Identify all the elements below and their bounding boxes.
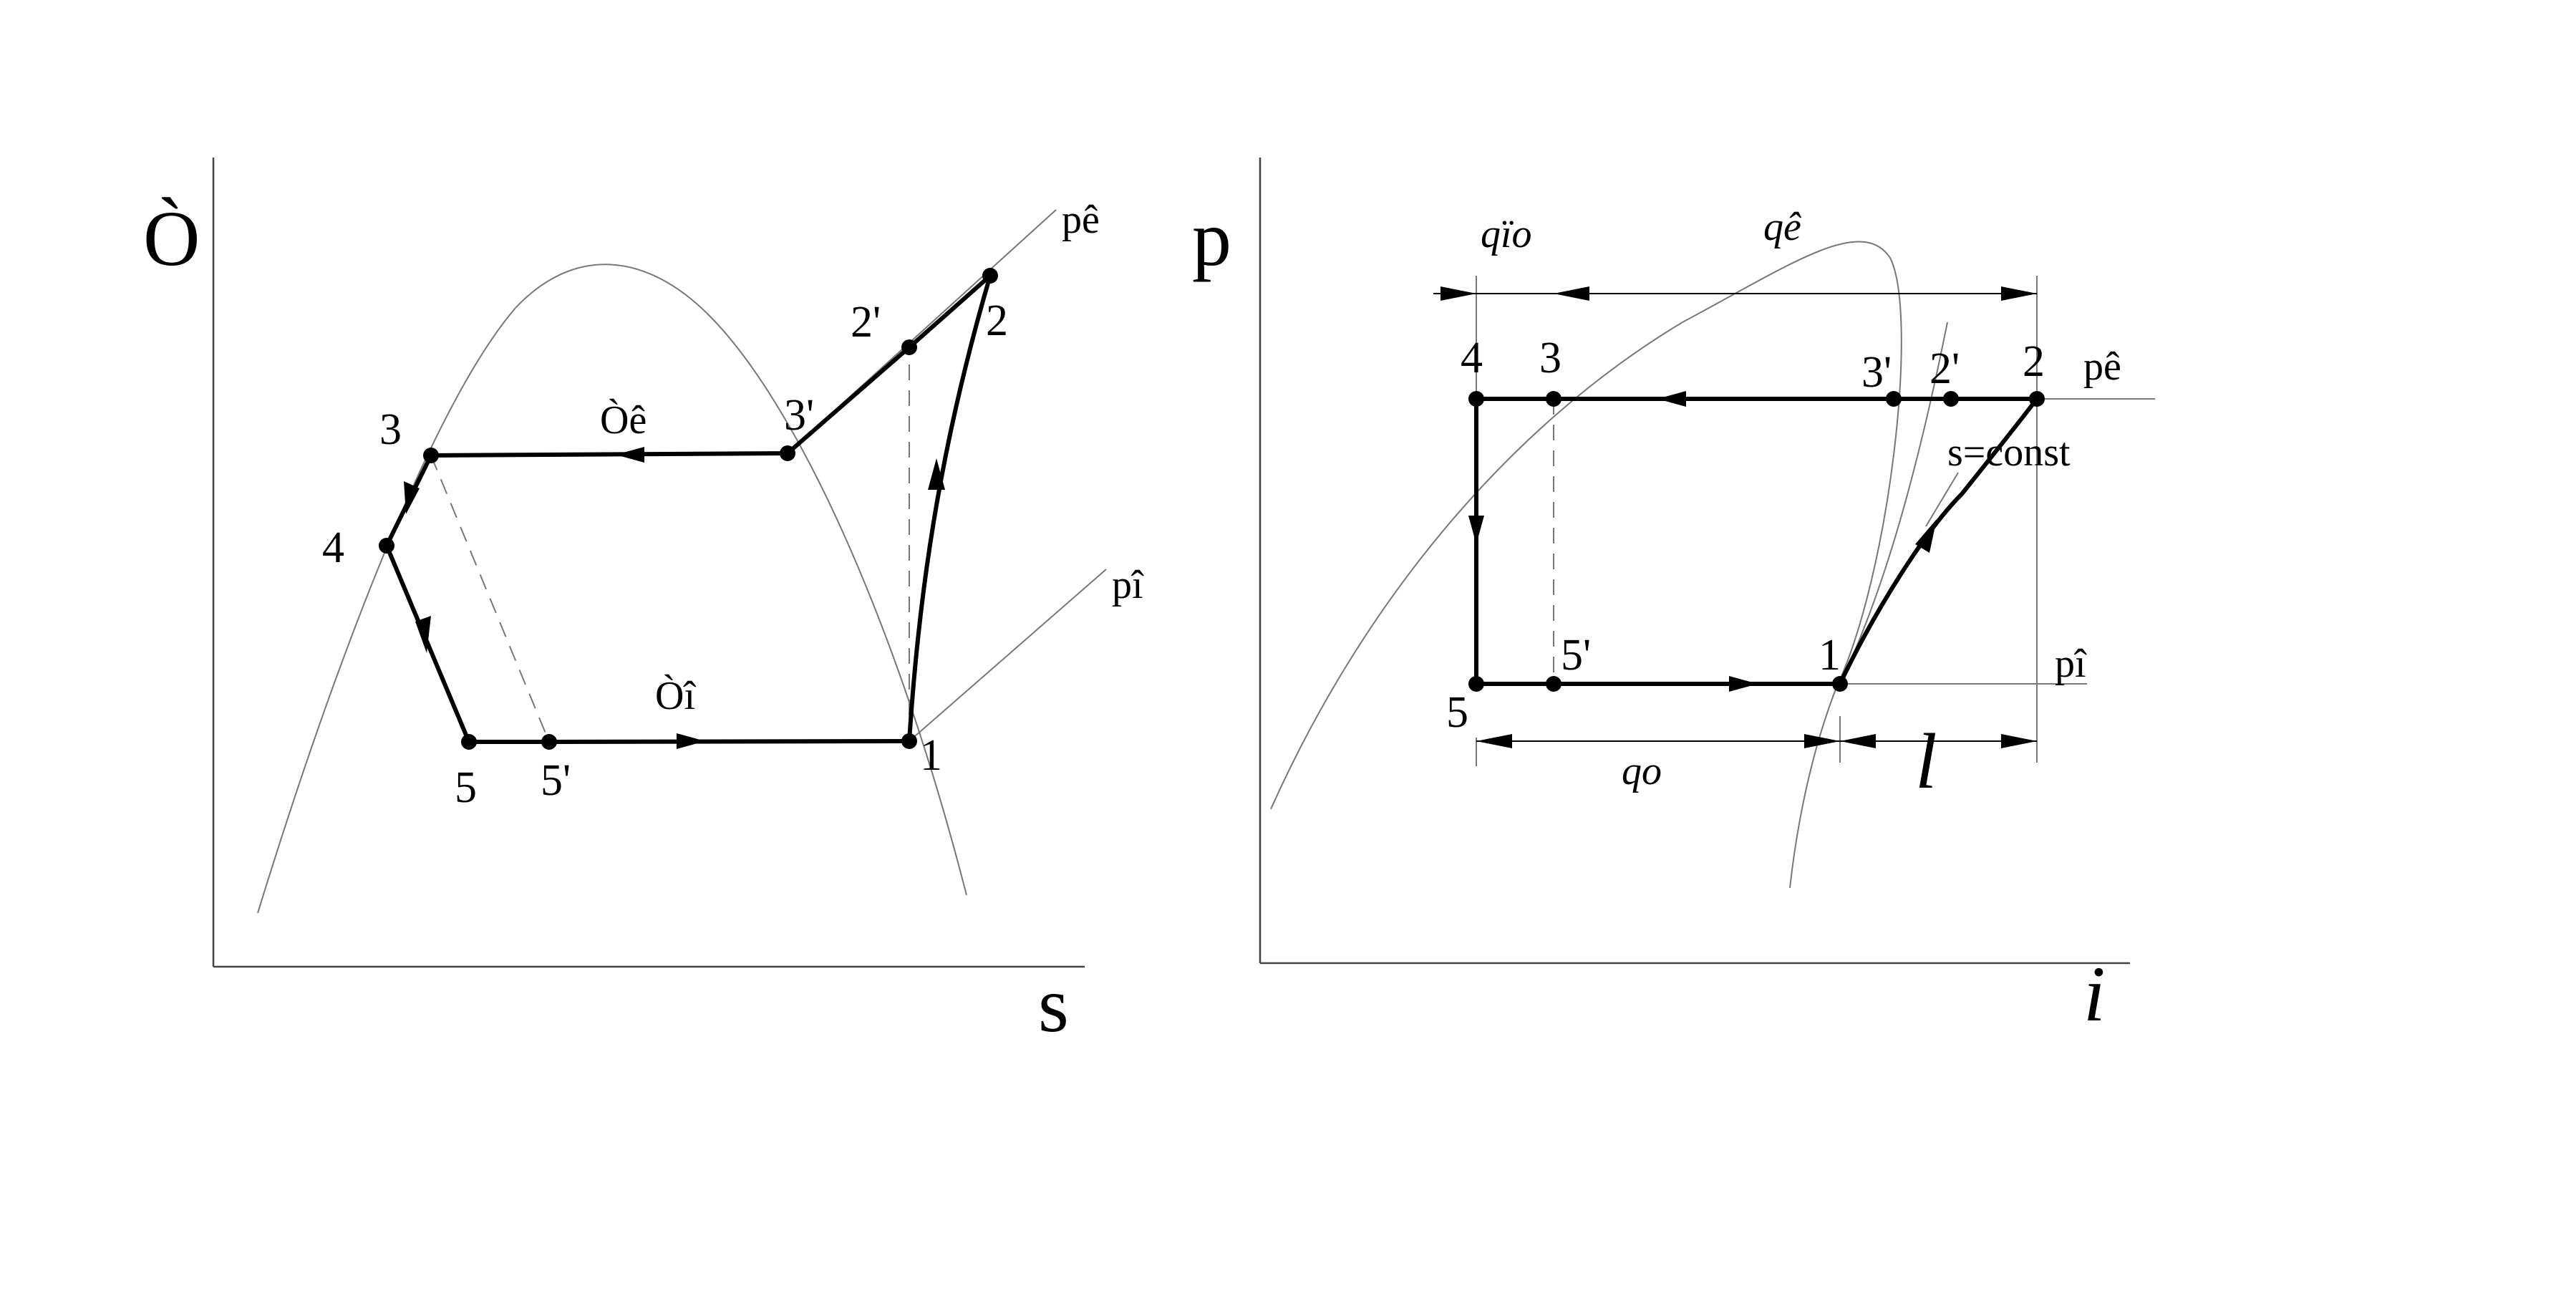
ts-label-2p: 2'	[851, 298, 881, 347]
ts-label-po: pî	[1112, 563, 1144, 607]
pi-arrow-condensation	[1657, 391, 1686, 407]
pi-point-1	[1832, 676, 1848, 692]
pi-point-5p	[1546, 676, 1561, 692]
pi-dim-qo-left	[1476, 734, 1512, 748]
pi-label-3p: 3'	[1861, 348, 1892, 397]
pi-point-5	[1468, 676, 1484, 692]
pi-label-5p: 5'	[1561, 631, 1591, 680]
pi-dim-top-arrow-right-1	[1554, 286, 1589, 301]
pi-label-4: 4	[1461, 334, 1483, 382]
pi-arrow-evaporation	[1729, 676, 1758, 692]
ts-label-4: 4	[322, 523, 344, 572]
pi-label-qo: qo	[1622, 749, 1662, 793]
ts-point-4	[379, 538, 394, 554]
pi-sconst-leader	[1925, 472, 1959, 527]
ts-point-2p	[901, 339, 917, 355]
ts-label-to: Òî	[655, 673, 696, 718]
pi-label-sconst: s=const	[1947, 430, 2071, 475]
ts-y-axis-label: Ò	[143, 195, 200, 282]
pi-y-axis-label: p	[1192, 195, 1231, 282]
ts-label-5p: 5'	[541, 756, 571, 805]
ts-label-5: 5	[455, 763, 477, 812]
ts-label-2: 2	[986, 296, 1008, 345]
pi-label-5: 5	[1446, 688, 1468, 737]
ts-label-tk: Òê	[600, 397, 647, 443]
ts-arrow-compression	[928, 458, 945, 490]
pi-point-2	[2029, 391, 2045, 407]
ts-point-5p	[541, 734, 557, 750]
ts-compression-curve	[907, 275, 992, 742]
ts-label-3: 3	[379, 405, 402, 454]
ts-point-2	[982, 268, 998, 284]
pi-dim-l-right	[2001, 734, 2037, 748]
ts-saturation-dome	[257, 264, 967, 914]
pi-label-1: 1	[1819, 631, 1841, 680]
ts-point-5	[461, 734, 477, 750]
pi-label-pk: pê	[2083, 344, 2121, 389]
pi-arrow-compression	[1915, 519, 1937, 553]
pi-x-axis-label: i	[2083, 950, 2106, 1038]
pi-label-qk: qê	[1763, 205, 1801, 249]
pi-label-3: 3	[1539, 334, 1561, 382]
ts-arrow-evaporation	[677, 733, 705, 749]
pi-label-qpo: qïo	[1481, 212, 1532, 256]
ts-label-3p: 3'	[784, 391, 814, 440]
pi-point-4	[1468, 391, 1484, 407]
pi-saturation-curve	[1270, 241, 1902, 889]
ts-label-1: 1	[920, 731, 942, 780]
ts-x-axis-label: s	[1038, 961, 1069, 1048]
pi-dim-l-left	[1840, 734, 1876, 748]
ts-point-3	[423, 448, 439, 463]
pi-dim-qo-right	[1804, 734, 1840, 748]
ts-label-pk: pê	[1062, 198, 1100, 242]
pi-label-l: l	[1915, 718, 1937, 805]
pi-label-po: pî	[2055, 642, 2087, 686]
pi-point-3p	[1886, 391, 1902, 407]
ts-arrow-4-5	[415, 616, 431, 653]
ts-isobar-po	[909, 569, 1107, 742]
ts-point-1	[901, 733, 917, 749]
pi-dim-top-arrow-right-2	[2001, 286, 2037, 301]
pi-point-2p	[1943, 391, 1959, 407]
pi-compression-curve	[1838, 397, 2039, 685]
ts-arrow-3-4	[404, 481, 420, 514]
pi-diagram: p i qïo qê 4 3 3' 2' 2 pê s=const 5' 1 p…	[1192, 158, 2155, 1038]
ts-diagram: Ò s 2 2' 3' 3 4 5 5' 1 Òê Òî pê pî	[143, 158, 1144, 1048]
pi-label-2: 2	[2023, 337, 2045, 386]
ts-arrow-condensation	[616, 447, 644, 463]
pi-point-3	[1546, 391, 1561, 407]
pi-arrow-throttle	[1468, 516, 1484, 544]
ts-point-3p	[780, 445, 795, 461]
ts-dashed-3-5p	[430, 455, 550, 743]
pi-label-2p: 2'	[1929, 344, 1960, 393]
